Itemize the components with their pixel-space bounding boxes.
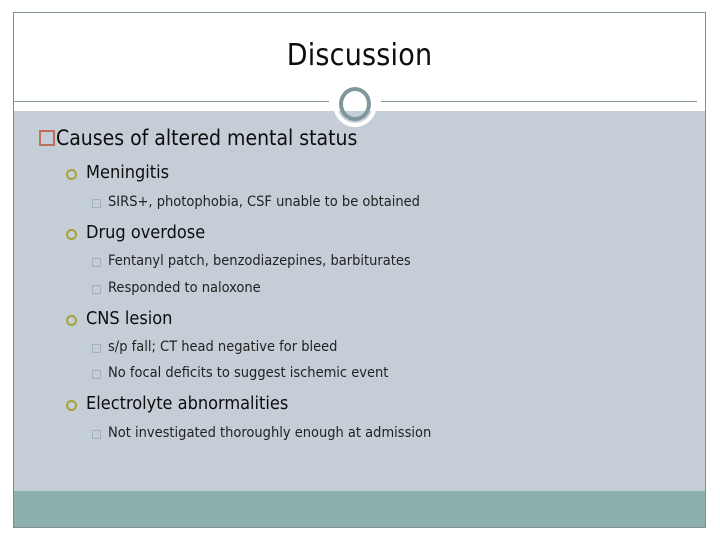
bullet-level2-item: Drug overdose	[14, 222, 705, 245]
bullet-level2-item: Meningitis	[14, 162, 705, 185]
small-square-bullet-icon	[92, 258, 101, 268]
slide-body: Causes of altered mental status Meningit…	[14, 111, 705, 493]
bullet-level2-item: Electrolyte abnormalities	[14, 393, 705, 416]
bullet-level3-item: SIRS+, photophobia, CSF unable to be obt…	[14, 193, 705, 211]
bullet-group: Meningitis SIRS+, photophobia, CSF unabl…	[14, 162, 705, 211]
bullet-level2-label: Electrolyte abnormalities	[86, 393, 289, 415]
bullet-group: Drug overdose Fentanyl patch, benzodiaze…	[14, 222, 705, 297]
small-square-bullet-icon	[92, 370, 101, 380]
bullet-group: Electrolyte abnormalities Not investigat…	[14, 393, 705, 442]
ring-ornament-halo	[333, 81, 377, 127]
bullet-level2-label: Drug overdose	[86, 221, 206, 243]
bullet-level2-label: CNS lesion	[86, 307, 173, 329]
circle-bullet-icon	[66, 169, 77, 181]
circle-bullet-icon	[66, 314, 77, 326]
small-square-bullet-icon	[92, 198, 101, 208]
bullet-level2-item: CNS lesion	[14, 308, 705, 331]
bullet-level3-item: Responded to naloxone	[14, 279, 705, 297]
bullet-level3-label: No focal deficits to suggest ischemic ev…	[108, 365, 389, 382]
circle-bullet-icon	[66, 400, 77, 412]
bullet-level3-label: Fentanyl patch, benzodiazepines, barbitu…	[108, 253, 411, 270]
page-title: Discussion	[286, 38, 433, 73]
bullet-level3-item: No focal deficits to suggest ischemic ev…	[14, 364, 705, 382]
bullet-level1-heading: Causes of altered mental status	[14, 125, 705, 151]
footer-band	[14, 491, 705, 527]
bullet-level2-label: Meningitis	[86, 162, 170, 184]
bullet-level1-label: Causes of altered mental status	[56, 126, 358, 150]
bullet-level3-label: Not investigated thoroughly enough at ad…	[108, 424, 432, 441]
square-bullet-icon	[39, 130, 55, 146]
small-square-bullet-icon	[92, 344, 101, 354]
bullet-level3-item: Not investigated thoroughly enough at ad…	[14, 424, 705, 442]
bullet-group: CNS lesion s/p fall; CT head negative fo…	[14, 308, 705, 383]
bullet-list: Causes of altered mental status Meningit…	[14, 111, 705, 442]
small-square-bullet-icon	[92, 429, 101, 439]
bullet-level3-item: s/p fall; CT head negative for bleed	[14, 338, 705, 356]
small-square-bullet-icon	[92, 284, 101, 294]
circle-bullet-icon	[66, 228, 77, 240]
slide: Discussion Causes of altered mental stat…	[13, 12, 706, 528]
bullet-level3-label: s/p fall; CT head negative for bleed	[108, 339, 338, 356]
bullet-level3-item: Fentanyl patch, benzodiazepines, barbitu…	[14, 252, 705, 270]
ring-circle-ornament-icon	[339, 87, 371, 121]
bullet-level3-label: SIRS+, photophobia, CSF unable to be obt…	[108, 193, 420, 210]
bullet-level3-label: Responded to naloxone	[108, 279, 261, 296]
